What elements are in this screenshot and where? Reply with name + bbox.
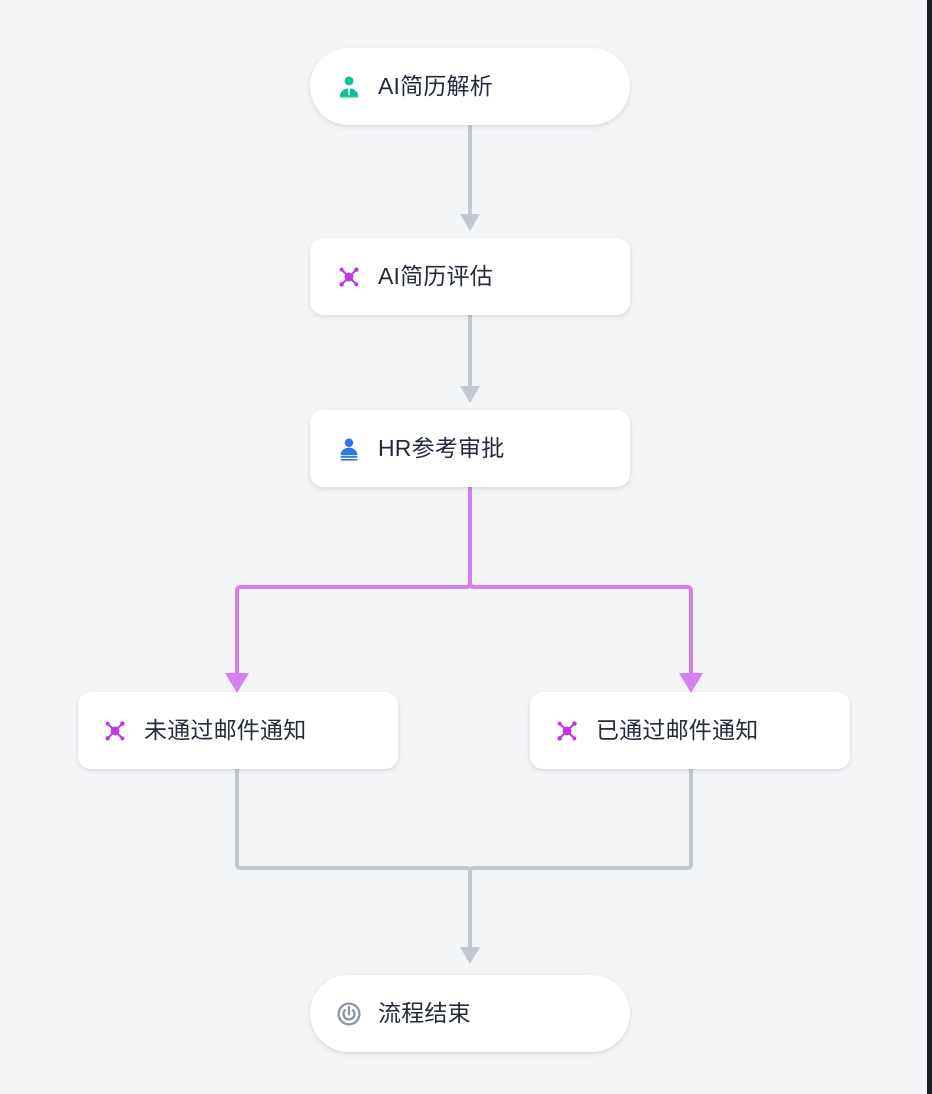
flow-node-label: 未通过邮件通知 [144,717,307,743]
flow-node-hr-approval[interactable]: HR参考审批 [310,410,630,487]
network-hub-icon [554,718,580,744]
flow-node-label: 已通过邮件通知 [596,717,759,743]
flow-node-label: 流程结束 [378,1000,471,1026]
network-hub-icon [336,264,362,290]
flow-node-label: AI简历评估 [378,263,493,289]
edge-evaluate-to-approval [460,315,480,403]
network-hub-icon [102,718,128,744]
flow-node-reject-email-notify[interactable]: 未通过邮件通知 [78,692,398,769]
edge-reject-to-end [235,767,472,950]
window-right-edge [927,0,932,1094]
edge-pass-to-end [460,767,693,964]
flow-node-label: HR参考审批 [378,435,505,461]
flow-node-label: AI简历解析 [378,73,493,99]
flow-node-process-end[interactable]: 流程结束 [310,975,630,1052]
edge-approval-to-pass [468,485,703,693]
edge-parse-to-evaluate [460,125,480,231]
flow-node-ai-resume-evaluate[interactable]: AI简历评估 [310,238,630,315]
business-person-icon [336,74,362,100]
person-approval-stamp-icon [336,436,362,462]
flow-node-ai-resume-parse[interactable]: AI简历解析 [310,48,630,125]
flow-node-pass-email-notify[interactable]: 已通过邮件通知 [530,692,850,769]
power-icon [336,1001,362,1027]
edge-approval-to-reject [225,485,472,693]
